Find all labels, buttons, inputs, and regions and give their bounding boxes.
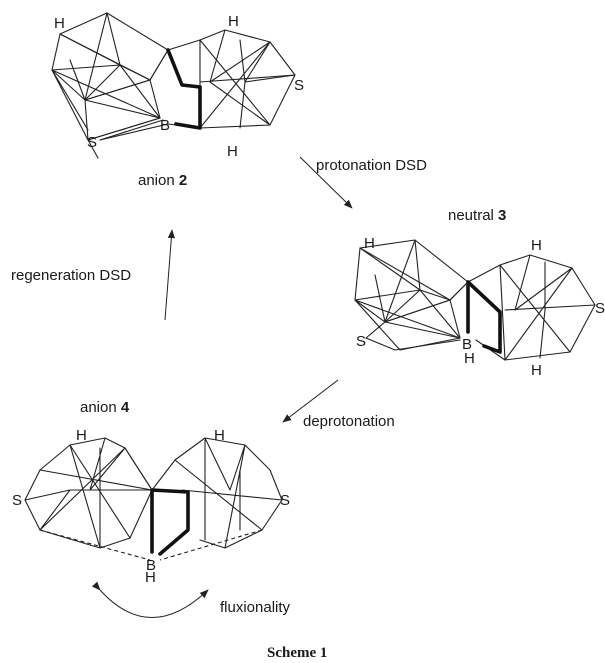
- anion-2-h-left: H: [54, 15, 65, 32]
- anion-4-s-right: S: [280, 492, 290, 509]
- protonation-arrow: [299, 156, 353, 209]
- anion-2-s-right: S: [294, 77, 304, 94]
- protonation-label: protonation DSD: [316, 157, 427, 174]
- anion-4-bold-bonds: [150, 488, 190, 556]
- anion-4-h-right: H: [214, 427, 225, 444]
- anion-2-b: B: [160, 117, 170, 134]
- anion-4-structure: H H H S S B anion 4: [12, 399, 290, 586]
- anion-2-bold-bonds: [166, 48, 202, 130]
- anion-4-label: anion 4: [80, 399, 130, 416]
- anion-4-dashed-bonds: [39, 529, 263, 561]
- neutral-3-structure: H H H H S S B neutral 3: [354, 207, 605, 379]
- anion-4-b: B: [146, 557, 156, 574]
- anion-2-h-bottom: H: [227, 143, 238, 160]
- anion-4-h-bridge: H: [145, 569, 156, 586]
- neutral-3-right-cage: [467, 254, 596, 361]
- anion-2-left-cage: [51, 12, 169, 159]
- regeneration-label: regeneration DSD: [11, 267, 131, 284]
- anion-2-right-cage: [167, 29, 296, 129]
- deprotonation-label: deprotonation: [303, 413, 395, 430]
- anion-2-h-top: H: [228, 13, 239, 30]
- neutral-3-bold-bonds: [466, 280, 502, 354]
- neutral-3-b: B: [462, 336, 472, 353]
- neutral-3-label: neutral 3: [448, 207, 506, 224]
- anion-2-s-left: S: [87, 134, 97, 151]
- anion-4-left-cage: [24, 437, 153, 549]
- neutral-3-left-cage: [354, 239, 469, 351]
- regeneration-arrow: [164, 229, 175, 321]
- scheme-caption: Scheme 1: [267, 645, 327, 661]
- fluxionality-arrow: [91, 581, 209, 618]
- neutral-3-h-bottom: H: [531, 362, 542, 379]
- neutral-3-h-bridge: H: [464, 350, 475, 367]
- deprotonation-arrow: [282, 379, 339, 423]
- anion-2-structure: H H H S S B anion 2: [51, 12, 304, 189]
- neutral-3-s-right: S: [595, 300, 605, 317]
- anion-4-right-cage: [151, 437, 283, 549]
- anion-4-h-left: H: [76, 427, 87, 444]
- fluxionality-label: fluxionality: [220, 599, 291, 616]
- neutral-3-h-top: H: [531, 237, 542, 254]
- neutral-3-h-left: H: [364, 235, 375, 252]
- anion-2-label: anion 2: [138, 172, 187, 189]
- anion-4-s-left: S: [12, 492, 22, 509]
- neutral-3-s-left: S: [356, 333, 366, 350]
